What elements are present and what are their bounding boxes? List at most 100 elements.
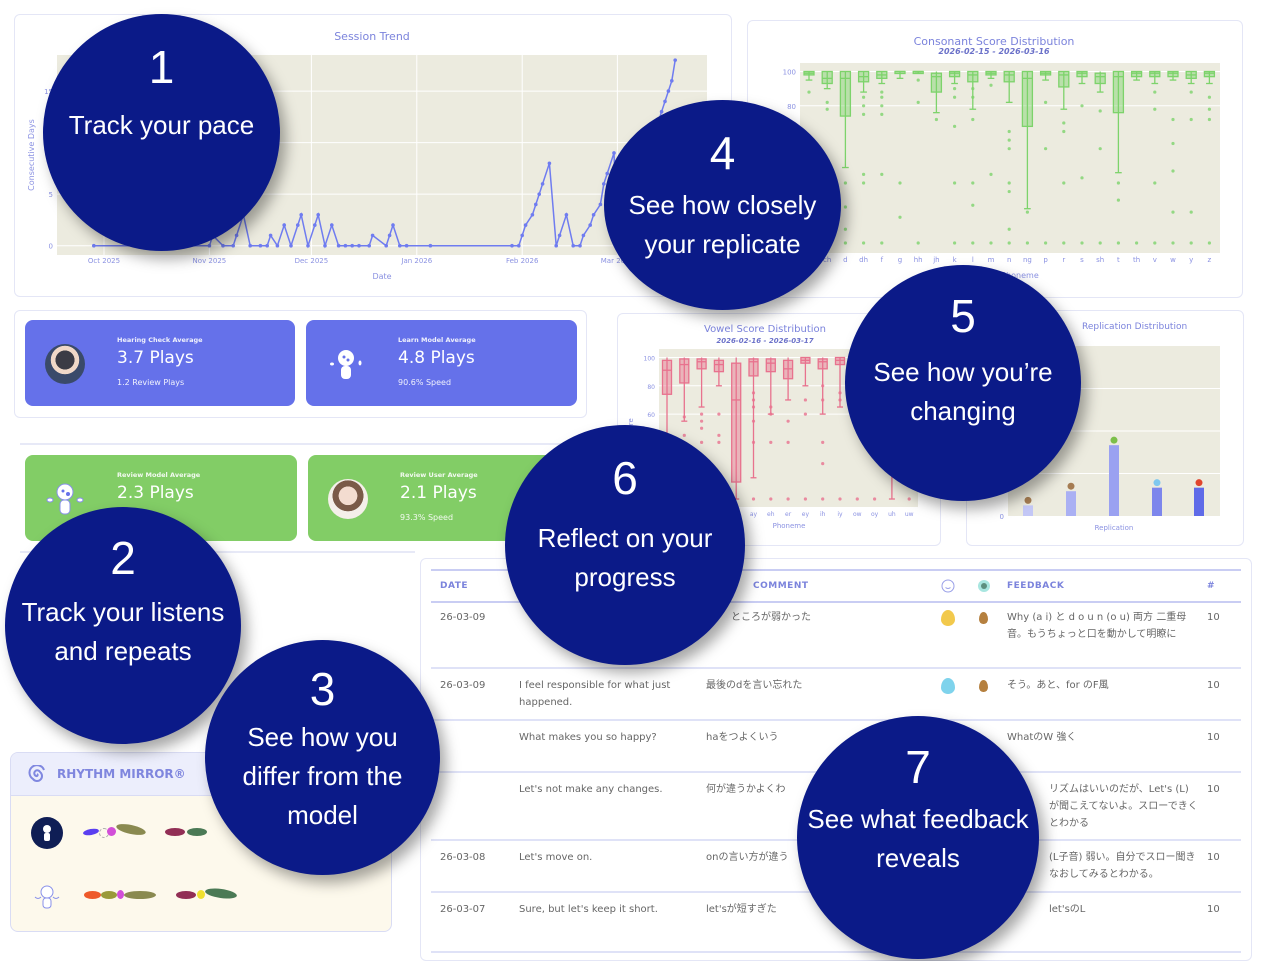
rhythm-syllable [204, 886, 238, 901]
cell-date: 26-03-07 [440, 904, 486, 915]
rhythm-syllable [107, 827, 116, 836]
rhythm-syllable [176, 891, 196, 899]
cell-response: What makes you so happy? [519, 732, 657, 743]
face-column-icon [941, 579, 955, 593]
callout-6: 6 Reflect on your progress [505, 425, 745, 665]
hearing-check-card: Hearing Check Average 3.7 Plays 1.2 Revi… [25, 320, 295, 406]
callout-4: 4 See how closely your replicate [604, 100, 841, 310]
rhythm-syllable [84, 891, 101, 899]
divider [431, 951, 1241, 953]
spiral-icon [28, 765, 45, 782]
card-subvalue: 93.3% Speed [400, 513, 454, 522]
cell-comment: 最後のdを言い忘れた [706, 680, 803, 691]
model-avatar [31, 817, 63, 849]
robot-user-icon [34, 885, 60, 909]
callout-text: Track your listens and repeats [21, 597, 225, 666]
divider [20, 443, 580, 445]
seed-icon [979, 680, 988, 692]
cell-feedback: (L子音) 弱い。自分でスロー聞きなおしてみるとわかる。 [1049, 852, 1196, 880]
rhythm-mirror-title: RHYTHM MIRROR® [57, 767, 186, 781]
callout-1: 1 Track your pace [43, 14, 280, 251]
callout-number: 6 [612, 452, 638, 504]
plant-column-icon [978, 580, 990, 592]
card-value: 2.3 Plays [117, 483, 194, 503]
rhythm-syllable [124, 891, 156, 899]
cell-count: 10 [1207, 784, 1220, 795]
user-avatar [328, 479, 368, 519]
rhythm-syllable [82, 827, 100, 837]
column-header-comment[interactable]: COMMENT [753, 581, 809, 591]
session-trend-title: Session Trend [334, 30, 410, 43]
callout-text: See how closely your replicate [628, 190, 817, 259]
rhythm-syllable [115, 821, 147, 838]
card-subvalue: 1.2 Review Plays [117, 378, 185, 387]
callout-2: 2 Track your listens and repeats [5, 507, 241, 744]
cell-feedback: Why (a i) と d o u n (o u) 両方 二重母音。もうちょっと… [1007, 612, 1187, 640]
callout-text: See how you differ from the model [242, 722, 403, 830]
callout-number: 5 [950, 290, 976, 342]
cell-date: 26-03-08 [440, 852, 486, 863]
rhythm-syllable [197, 890, 205, 899]
callout-number: 7 [905, 741, 931, 793]
user-avatar [45, 344, 85, 384]
vowel-chart-title: Vowel Score Distribution [704, 324, 826, 335]
divider [20, 551, 415, 553]
cell-date: 26-03-09 [440, 680, 486, 691]
cell-comment: onの言い方が違う [706, 852, 789, 863]
callout-7: 7 See what feedback reveals [797, 716, 1039, 959]
callout-5: 5 See how you’re changing [845, 265, 1081, 501]
mood-face-icon [941, 678, 955, 694]
consonant-chart-subtitle: 2026-02-15 - 2026-03-16 [938, 47, 1050, 56]
callout-text: See how you’re changing [873, 357, 1053, 426]
robot-model-icon [46, 483, 84, 515]
callout-number: 1 [148, 41, 175, 93]
cell-count: 10 [1207, 904, 1220, 915]
cell-date: 26-03-09 [440, 612, 486, 623]
card-label: Hearing Check Average [117, 336, 203, 344]
column-header-count[interactable]: # [1207, 581, 1216, 591]
cell-comment: 何が違うかよくわ [706, 784, 786, 795]
divider [431, 719, 1241, 721]
card-value: 2.1 Plays [400, 483, 477, 503]
column-header-feedback[interactable]: FEEDBACK [1007, 581, 1065, 591]
cell-response: Let's not make any changes. [519, 784, 663, 795]
cell-response: I feel responsible for what just happene… [519, 680, 671, 708]
vowel-chart-subtitle: 2026-02-16 - 2026-03-17 [716, 337, 814, 345]
cell-count: 10 [1207, 680, 1220, 691]
column-header-date[interactable]: DATE [440, 581, 469, 591]
cell-feedback: WhatのW 強く [1007, 732, 1077, 743]
divider [431, 569, 1241, 571]
callout-text: Reflect on your progress [537, 523, 713, 592]
cell-response: Sure, but let's keep it short. [519, 904, 658, 915]
callout-3: 3 See how you differ from the model [205, 640, 440, 875]
card-value: 3.7 Plays [117, 348, 194, 368]
rhythm-syllable [187, 828, 207, 836]
callout-number: 2 [110, 532, 136, 584]
divider [431, 601, 1241, 603]
cell-comment: let'sが短すぎた [706, 904, 777, 915]
cell-comment: ところが弱かった [731, 612, 811, 623]
mood-face-icon [941, 610, 955, 626]
cell-count: 10 [1207, 612, 1220, 623]
cell-comment: haをつよくいう [706, 732, 779, 743]
rhythm-syllable [117, 890, 124, 899]
callout-text: See what feedback reveals [807, 804, 1029, 873]
cell-response: Let's move on. [519, 852, 593, 863]
consonant-chart-title: Consonant Score Distribution [913, 35, 1075, 48]
callout-number: 3 [309, 663, 336, 715]
robot-model-icon [43, 825, 51, 841]
callout-number: 4 [709, 127, 736, 179]
card-value: 4.8 Plays [398, 348, 475, 368]
robot-model-icon [330, 350, 362, 379]
cell-feedback: リズムはいいのだが、Let's (L) が聞こえてないよ。スローできくとわかる [1049, 784, 1198, 829]
replication-chart-title: Replication Distribution [1082, 322, 1188, 332]
divider [431, 667, 1241, 669]
card-subvalue: 90.6% Speed [398, 378, 452, 387]
rhythm-syllable [101, 891, 117, 899]
cell-count: 10 [1207, 852, 1220, 863]
cell-feedback: let'sのL [1049, 904, 1086, 915]
seed-icon [979, 612, 988, 624]
rhythm-syllable [165, 828, 185, 836]
learn-model-card: Learn Model Average 4.8 Plays 90.6% Spee… [306, 320, 577, 406]
card-label: Review Model Average [117, 471, 201, 479]
